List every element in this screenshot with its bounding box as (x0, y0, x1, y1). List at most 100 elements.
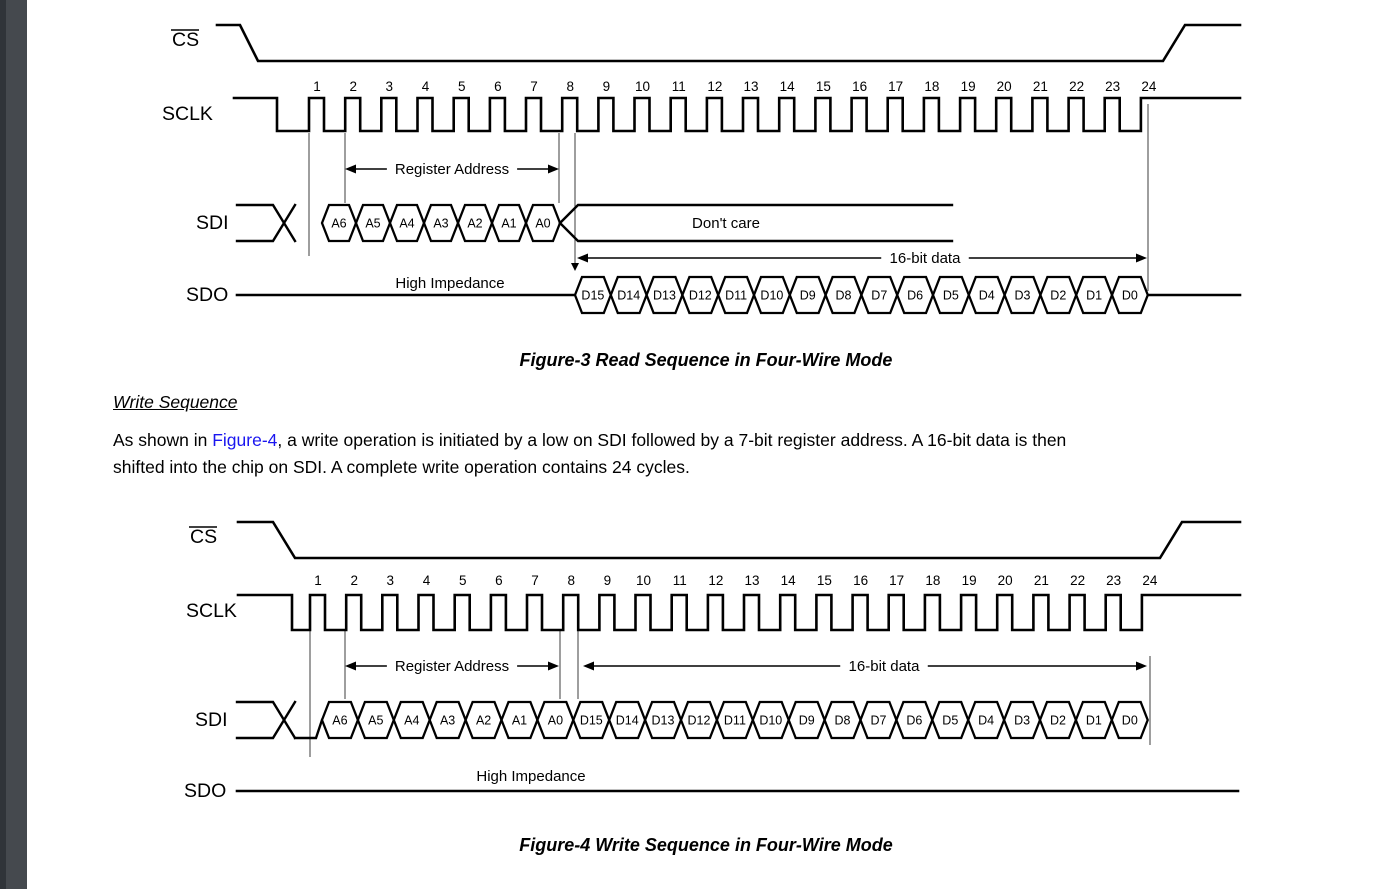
clock-number: 1 (313, 79, 321, 94)
sdi-label: SDI (196, 212, 229, 234)
clock-number: 15 (816, 79, 831, 94)
sdi-entry (235, 700, 324, 740)
sdo-bit-label: D12 (689, 289, 712, 303)
body-paragraph: As shown in Figure-4, a write operation … (113, 427, 1328, 480)
figure4-link[interactable]: Figure-4 (212, 430, 278, 450)
clock-number: 7 (531, 573, 539, 588)
clock-number: 21 (1033, 79, 1048, 94)
sdi-bit-label: D6 (906, 714, 922, 728)
cs-label: CS (190, 526, 217, 548)
sdi-bit-label: D3 (1014, 714, 1030, 728)
clock-number: 4 (422, 79, 430, 94)
clock-number: 19 (961, 79, 976, 94)
sclk-waveform (232, 96, 1242, 133)
sdo-bit-label: D1 (1086, 289, 1102, 303)
arrowhead-left (583, 661, 594, 671)
arrowhead-right (1136, 253, 1147, 263)
figure3-caption: Figure-3 Read Sequence in Four-Wire Mode (519, 350, 893, 370)
sdi-bit-label: D8 (835, 714, 851, 728)
sdi-bit-label: A3 (433, 217, 448, 231)
dont-care-label: Don't care (692, 215, 760, 232)
clock-number: 12 (707, 79, 722, 94)
clock-number: 2 (349, 79, 357, 94)
sclk-label: SCLK (186, 600, 237, 622)
sdi-bit-label: D0 (1122, 714, 1138, 728)
clock-number: 1 (314, 573, 322, 588)
clock-number: 20 (998, 573, 1013, 588)
clock-number: 10 (636, 573, 651, 588)
high-impedance-label: High Impedance (395, 275, 504, 292)
clock-number: 8 (566, 79, 574, 94)
arrowhead-left (577, 253, 588, 263)
sdi-cell (1110, 700, 1149, 740)
arrowhead-down (571, 263, 579, 271)
sdo-label: SDO (186, 284, 228, 306)
clock-number: 3 (387, 573, 395, 588)
clock-number: 11 (672, 79, 686, 94)
sdi-bit-label: D14 (616, 714, 639, 728)
register-address-label: Register Address (395, 161, 509, 178)
clock-number: 15 (817, 573, 832, 588)
sdi-bit-label: A6 (332, 714, 347, 728)
sdi-bit-label: D11 (724, 714, 746, 728)
sdo-bit-label: D6 (907, 289, 923, 303)
clock-number: 22 (1070, 573, 1085, 588)
arrowhead-right (548, 164, 559, 174)
sdi-bit-label: A5 (365, 217, 380, 231)
write-sequence-heading: Write Sequence (113, 392, 238, 412)
clock-number: 23 (1105, 79, 1120, 94)
clock-number: 17 (889, 573, 904, 588)
clock-number: 14 (781, 573, 797, 588)
sdo-bit-label: D2 (1050, 289, 1066, 303)
clock-number: 5 (458, 79, 466, 94)
clock-number: 7 (530, 79, 538, 94)
arrowhead-left (345, 164, 356, 174)
sdi-entry (235, 203, 297, 243)
clock-number: 18 (925, 573, 940, 588)
sdo-bit-label: D10 (760, 289, 783, 303)
sdi-bit-label: A2 (476, 714, 491, 728)
clock-number: 2 (350, 573, 358, 588)
sdi-bit-label: D12 (688, 714, 711, 728)
sdi-bit-label: A1 (501, 217, 516, 231)
cs-label: CS (172, 29, 199, 51)
sdi-bit-label: A1 (512, 714, 527, 728)
clock-number: 23 (1106, 573, 1121, 588)
clock-number: 22 (1069, 79, 1084, 94)
sdi-bit-label: D2 (1050, 714, 1066, 728)
clock-number: 12 (708, 573, 723, 588)
arrowhead-left (345, 661, 356, 671)
clock-number: 24 (1141, 79, 1157, 94)
sdi-bit-label: D4 (978, 714, 994, 728)
clock-number: 10 (635, 79, 650, 94)
clock-number: 17 (888, 79, 903, 94)
sdo-bit-label: D8 (836, 289, 852, 303)
sdo-bit-label: D4 (979, 289, 995, 303)
sdo-bit-label: D0 (1122, 289, 1138, 303)
clock-number: 16 (852, 79, 867, 94)
high-impedance-label: High Impedance (476, 768, 585, 785)
sdi-label: SDI (195, 709, 228, 731)
sdi-bit-label: A2 (467, 217, 482, 231)
sdi-bit-label: D5 (942, 714, 958, 728)
sdo-bit-label: D5 (943, 289, 959, 303)
clock-number: 3 (386, 79, 394, 94)
sclk-waveform (236, 593, 1242, 632)
clock-number: 5 (459, 573, 467, 588)
sdi-bit-label: A3 (440, 714, 455, 728)
sixteen-bit-data-label: 16-bit data (849, 658, 921, 675)
sdi-bit-label: A5 (368, 714, 383, 728)
sdi-bit-label: A0 (535, 217, 550, 231)
clock-number: 13 (744, 573, 759, 588)
clock-number: 20 (997, 79, 1012, 94)
clock-number: 18 (924, 79, 939, 94)
sdo-label: SDO (184, 780, 226, 802)
sdi-bit-label: A6 (331, 217, 346, 231)
clock-number: 6 (495, 573, 503, 588)
para-text-3: shifted into the chip on SDI. A complete… (113, 456, 690, 477)
clock-number: 11 (673, 573, 687, 588)
sdi-bit-label: A0 (548, 714, 563, 728)
cs-waveform (215, 23, 1242, 63)
